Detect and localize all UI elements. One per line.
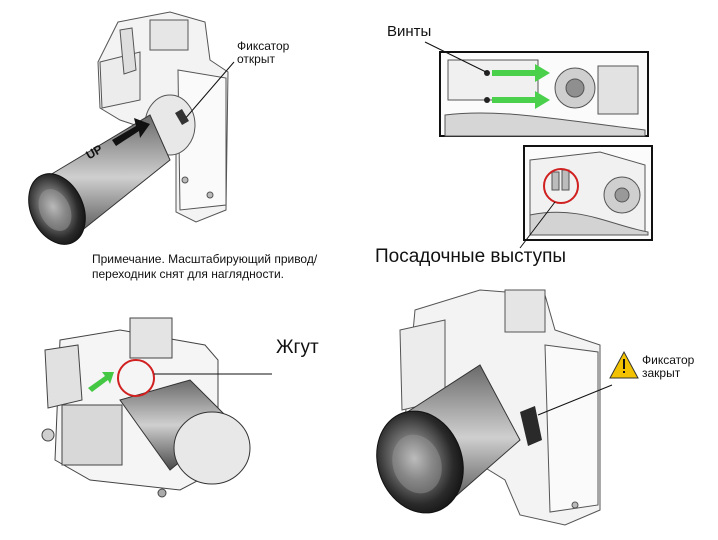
- mount-bosses-label: Посадочные выступы: [375, 246, 567, 267]
- figure-mount-bosses: [519, 145, 653, 249]
- lock-open-label-line-1: Фиксатор: [237, 39, 290, 53]
- lock-open-label-line-2: открыт: [237, 51, 275, 66]
- note-line-1: Примечание. Масштабирующий привод/: [92, 252, 318, 266]
- lock-closed-label-line-2: закрыт: [642, 365, 681, 380]
- screw-arrows: [492, 64, 550, 109]
- lock-open-leader: [183, 61, 235, 121]
- screws-label: Винты: [387, 23, 432, 40]
- note-line-2: переходник снят для наглядности.: [92, 267, 284, 281]
- note-text: Примечание. Масштабирующий привод/ перех…: [92, 252, 352, 282]
- up-arrow-icon: [112, 118, 150, 146]
- projector-chassis: [97, 11, 229, 223]
- harness-highlight-circle: [117, 359, 155, 397]
- harness-arrow: [88, 372, 114, 392]
- figure-lens-lock-open: [28, 11, 235, 245]
- screws-leader: [424, 41, 487, 73]
- screw-upper: [484, 70, 490, 76]
- screw-lower: [484, 97, 490, 103]
- warning-icon: [609, 350, 639, 379]
- harness-label: Жгут: [276, 337, 319, 358]
- lock-closed-leader: [537, 384, 613, 416]
- lock-closed-label-line-1: Фиксатор: [642, 353, 695, 367]
- figure-harness: [41, 317, 272, 498]
- harness-lens: [119, 379, 251, 485]
- figure-screws-detail: [424, 41, 649, 137]
- closed-lens: [376, 364, 521, 514]
- lock-lever-closed: [520, 406, 542, 446]
- lock-open-label: Фиксатор открыт: [237, 40, 289, 65]
- figure-lens-lock-closed: [376, 289, 639, 526]
- lock-lever-open: [175, 108, 189, 126]
- lens-barrel: [28, 114, 171, 245]
- mount-bosses-leader: [519, 201, 556, 249]
- mount-highlight-circle: [543, 168, 579, 204]
- lock-closed-label: Фиксатор закрыт: [642, 354, 694, 379]
